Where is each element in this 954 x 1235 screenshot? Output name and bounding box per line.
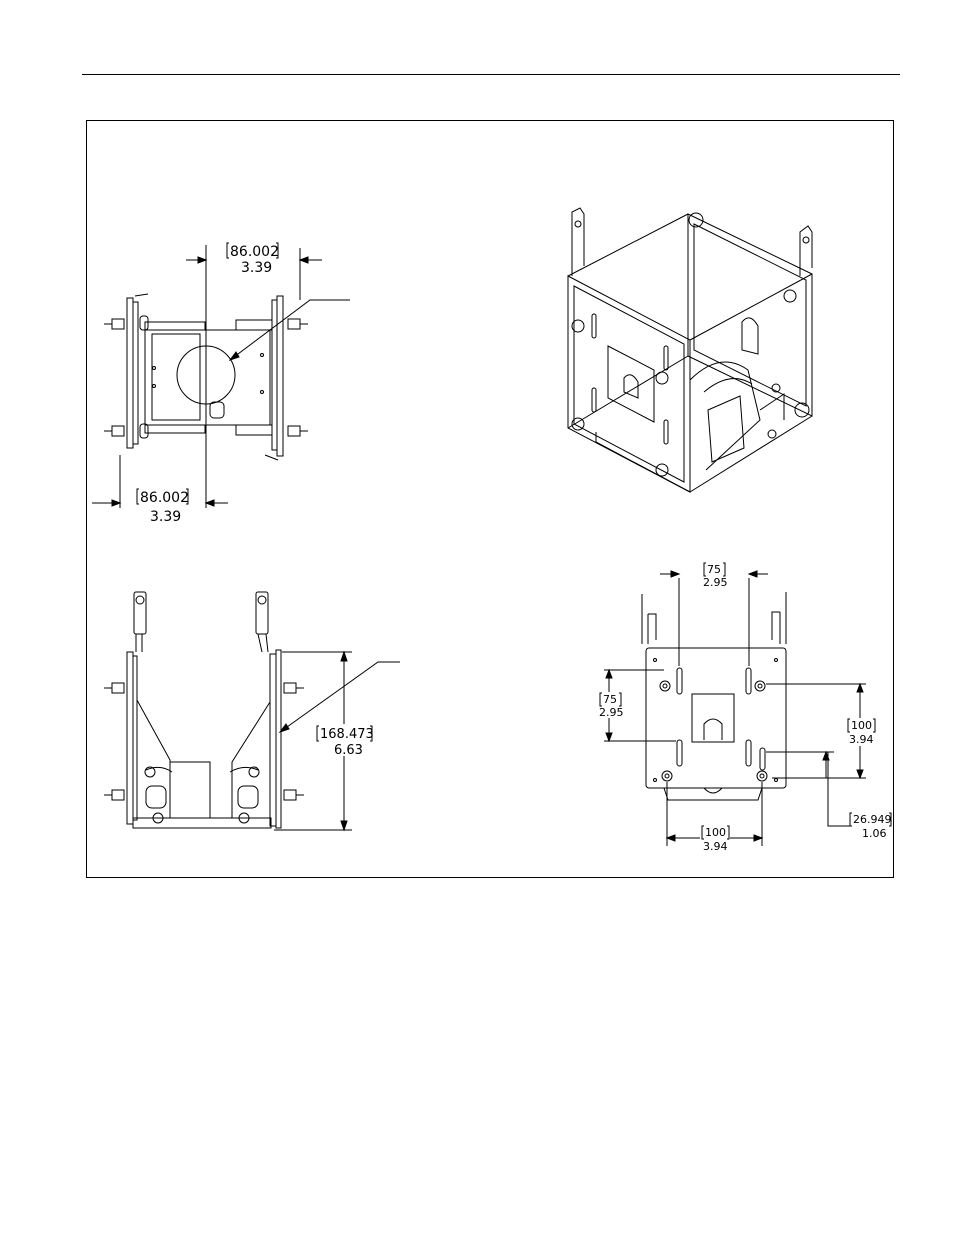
front-view (604, 571, 866, 846)
dim-front-right-in: 3.94 (849, 733, 874, 746)
stud-right-upper (288, 319, 308, 329)
dim-front-left-mm: 75 (603, 693, 617, 706)
dim-front-offset-in: 1.06 (862, 827, 887, 840)
dim-front-top-mm: 75 (707, 563, 721, 576)
dim-front-top-in: 2.95 (703, 576, 728, 589)
isometric-view (568, 208, 812, 492)
stud-left-lower (104, 424, 148, 438)
side-view (104, 592, 400, 830)
dim-top-lower-mm: 86.002 (140, 490, 189, 506)
dim-side-height-mm: 168.473 (320, 727, 374, 742)
dim-front-offset-mm: 26.949 (853, 813, 892, 826)
top-view (92, 245, 350, 508)
stud-left-upper (104, 316, 148, 330)
dim-top-lower-in: 3.39 (150, 509, 181, 525)
dim-top-upper-in: 3.39 (241, 260, 272, 276)
dim-front-right-mm: 100 (851, 719, 872, 732)
dim-front-bottom-in: 3.94 (703, 840, 728, 853)
dim-front-left-in: 2.95 (599, 706, 624, 719)
dim-side-height-in: 6.63 (334, 743, 363, 758)
dim-front-bottom-mm: 100 (705, 826, 726, 839)
dim-top-upper-mm: 86.002 (230, 244, 279, 260)
stud-right-lower (288, 426, 308, 436)
